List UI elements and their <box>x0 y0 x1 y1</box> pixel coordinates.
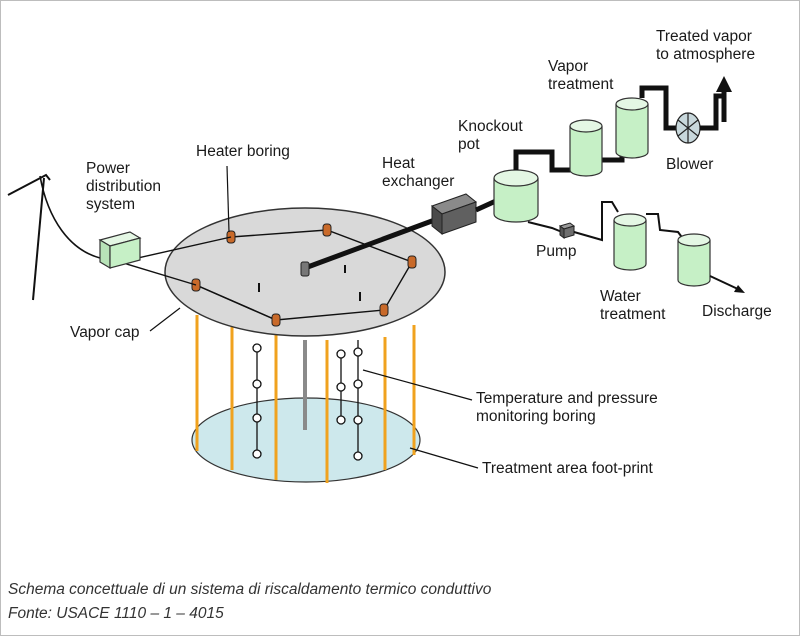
vapor-cap-label: Vapor cap <box>70 324 140 341</box>
water-treatment-label: Water treatment <box>600 288 666 323</box>
monitoring-boring-label: Temperature and pressure monitoring bori… <box>476 390 658 425</box>
caption-source: Fonte: USACE 1110 – 1 – 4015 <box>8 605 224 622</box>
leader-lines <box>149 165 479 469</box>
treated-vapor-label: Treated vapor to atmosphere <box>656 28 756 63</box>
power-distribution-box <box>98 231 142 270</box>
vapor-exhaust-arrow <box>716 76 732 92</box>
heat-exchanger <box>430 193 478 236</box>
vapor-extraction-line <box>304 215 441 271</box>
discharge-label: Discharge <box>702 303 772 320</box>
blower <box>675 112 701 144</box>
vapor-treatment-vessels <box>569 97 649 177</box>
discharge-arrow <box>734 285 745 293</box>
water-treatment-vessels <box>613 213 711 287</box>
knockout-pot-label: Knockout pot <box>458 118 523 153</box>
pump-label: Pump <box>536 243 577 260</box>
footprint-label: Treatment area foot-print <box>482 460 653 477</box>
monitoring-borings <box>252 340 363 461</box>
heater-boring-caps <box>191 223 417 327</box>
cap-markers <box>258 265 361 301</box>
heater-boring-label: Heater boring <box>196 143 290 160</box>
blower-label: Blower <box>666 156 714 173</box>
knockout-pot <box>493 169 539 223</box>
heat-exchanger-label: Heat exchanger <box>382 155 455 190</box>
vapor-treatment-label: Vapor treatment <box>548 58 614 93</box>
power-distribution-label: Power distribution system <box>86 160 161 213</box>
caption-title: Schema concettuale di un sistema di risc… <box>8 581 492 598</box>
heater-rods <box>195 315 416 483</box>
pump <box>558 222 576 239</box>
power-pole <box>32 177 45 301</box>
